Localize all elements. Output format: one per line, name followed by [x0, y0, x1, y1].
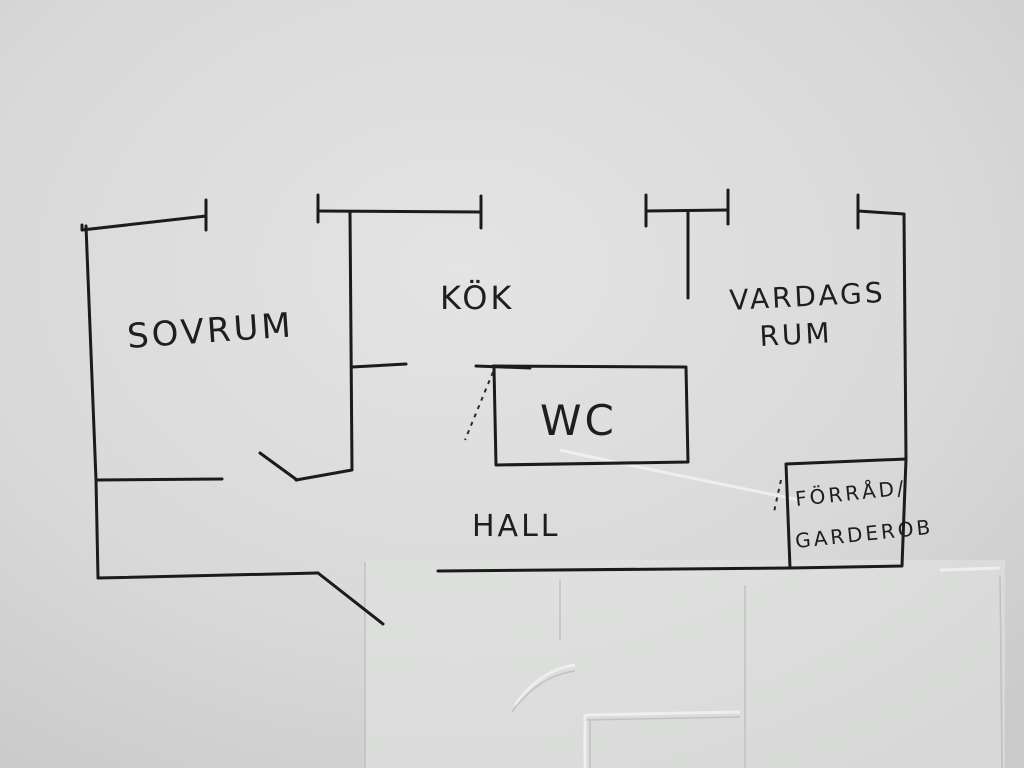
- entrance-door: [316, 571, 385, 626]
- vardagsrum-walls: [644, 188, 908, 462]
- forrad-door-swing: [773, 479, 782, 513]
- room-label-wc: WC: [540, 396, 617, 445]
- wc-door-swing: [464, 371, 494, 441]
- hall-wall: [436, 566, 792, 573]
- paper-creases: [364, 448, 1005, 768]
- wc-walls: [464, 364, 690, 467]
- room-label-vardagsrum-line2: RUM: [759, 316, 834, 353]
- room-label-vardagsrum-line1: VARDAGS: [729, 276, 887, 317]
- sovrum-walls: [80, 198, 408, 580]
- kok-walls: [316, 193, 483, 230]
- sovrum-door: [258, 451, 299, 482]
- room-label-hall: HALL: [472, 509, 561, 544]
- forrad-walls: [773, 457, 908, 570]
- room-label-kok: KÖK: [440, 279, 514, 317]
